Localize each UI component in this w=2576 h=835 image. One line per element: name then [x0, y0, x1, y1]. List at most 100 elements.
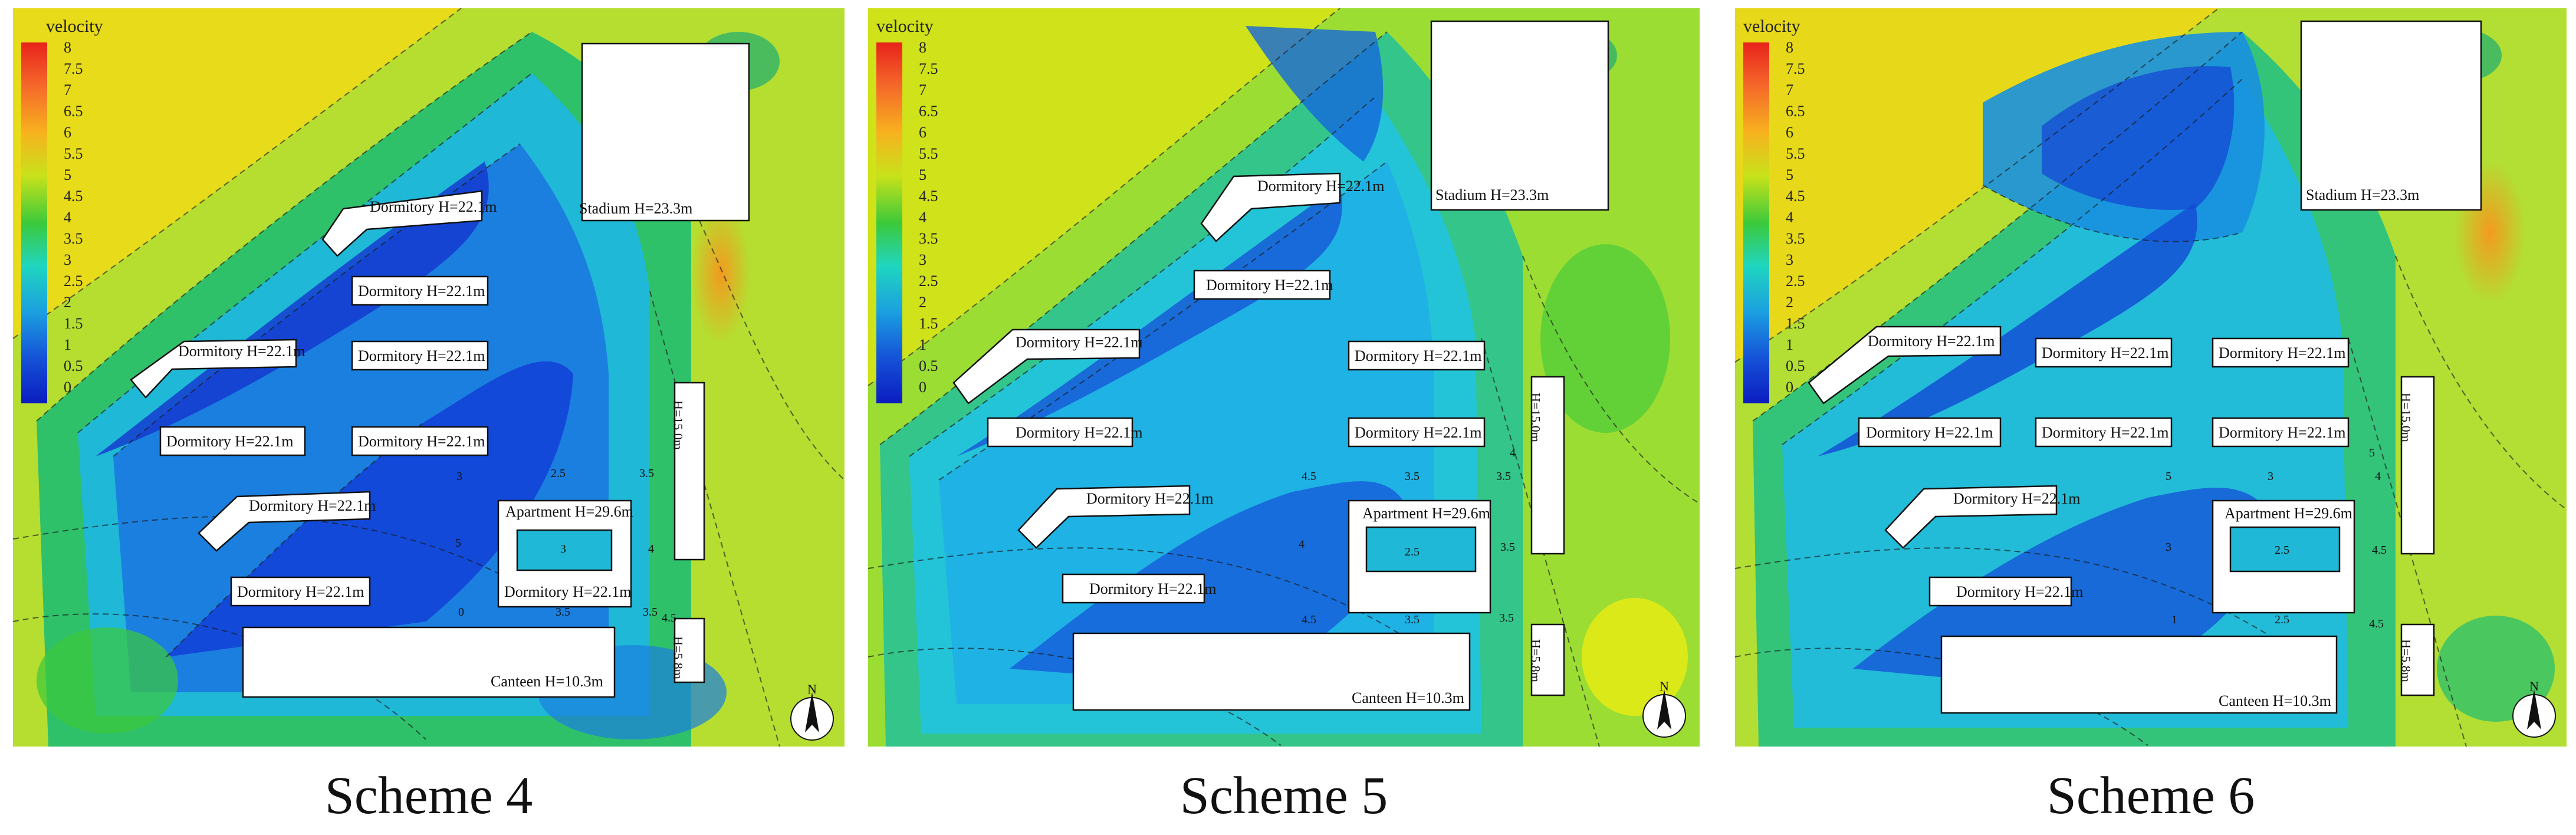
building-label: Dormitory H=22.1m — [166, 433, 293, 450]
colorbar-tick: 1.5 — [919, 315, 938, 332]
dormitory-building — [321, 190, 483, 257]
contour-label: 4 — [648, 543, 654, 555]
building-label: Apartment H=29.6m — [505, 503, 633, 520]
canteen — [242, 626, 616, 698]
colorbar — [1743, 42, 1769, 403]
colorbar-tick: 2.5 — [1786, 272, 1805, 290]
stadium — [581, 42, 750, 222]
dormitory-building — [2212, 337, 2350, 368]
contour-label: 3 — [456, 470, 462, 483]
building-label: Canteen H=10.3m — [2219, 692, 2331, 709]
building-label: Canteen H=10.3m — [491, 673, 603, 690]
contour-label: 4 — [1510, 446, 1516, 459]
contour-label: 3.5 — [1405, 470, 1420, 483]
contour-label: 4 — [2375, 470, 2381, 483]
colorbar-tick: 4 — [1786, 209, 1793, 226]
building-label: Dormitory H=22.1m — [1866, 424, 1993, 441]
north-label: N — [2529, 679, 2539, 693]
colorbar-tick: 4.5 — [1786, 188, 1805, 205]
contour-label: 0 — [458, 606, 464, 619]
north-arrow-icon: N — [1642, 679, 1686, 738]
contour-label: 4.5 — [1302, 470, 1316, 483]
building-label: Canteen H=10.3m — [1352, 689, 1464, 706]
building-label: Dormitory H=22.1m — [178, 343, 305, 360]
colorbar-tick: 3.5 — [919, 230, 938, 247]
contour-label: 5 — [2369, 446, 2375, 459]
building-label: H=5.8m — [2399, 639, 2414, 682]
building-label: Dormitory H=22.1m — [2042, 424, 2168, 441]
dormitory-building — [1348, 417, 1486, 448]
small-building — [673, 617, 705, 683]
building-label: Dormitory H=22.1m — [249, 497, 376, 514]
contour-label: 4.5 — [2369, 617, 2384, 630]
contour-label: 4.5 — [2372, 544, 2387, 557]
colorbar-tick: 0.5 — [64, 357, 83, 374]
contour-label: 3.5 — [1499, 612, 1514, 624]
building-label: Dormitory H=22.1m — [1355, 347, 1481, 364]
tall-building — [1530, 376, 1565, 555]
colorbar-tick: 5 — [919, 166, 926, 183]
dormitory-building — [987, 417, 1133, 448]
dormitory-building — [1348, 340, 1486, 371]
colorbar-tick: 5.5 — [64, 145, 83, 162]
tall-building — [673, 382, 705, 561]
colorbar-tick: 6 — [1786, 124, 1793, 141]
building-label: Dormitory H=22.1m — [237, 583, 364, 600]
colorbar-tick: 0.5 — [1786, 357, 1805, 374]
dormitory-building — [2035, 337, 2173, 368]
colorbar-tick: 7.5 — [64, 60, 83, 77]
building-label: Dormitory H=22.1m — [1953, 490, 2080, 507]
building-label: Dormitory H=22.1m — [2042, 344, 2168, 361]
caption-scheme-4: Scheme 4 — [324, 767, 533, 825]
building-label: H=5.8m — [671, 636, 686, 679]
colorbar-tick: 1 — [64, 336, 71, 353]
colorbar-tick: 4 — [919, 209, 926, 226]
contour-label: 5 — [455, 537, 461, 550]
contour-label: 5 — [2166, 470, 2171, 483]
building-label: Dormitory H=22.1m — [2219, 344, 2345, 361]
colorbar-title: velocity — [1743, 17, 1800, 36]
contour-label: 3.5 — [1496, 470, 1511, 483]
north-label: N — [1660, 679, 1669, 693]
colorbar-tick: 5 — [64, 166, 71, 183]
colorbar-tick: 3 — [919, 251, 926, 268]
contour-label: 3.5 — [556, 606, 570, 619]
colorbar-tick: 1 — [919, 336, 926, 353]
building-label: Stadium H=23.3m — [1435, 186, 1549, 203]
dormitory-building — [1017, 485, 1191, 549]
contour-label: 3.5 — [643, 606, 658, 619]
dormitory-building — [1858, 417, 2002, 448]
building-label: H=5.8m — [1529, 639, 1543, 682]
colorbar-tick: 3 — [64, 251, 71, 268]
building-label: Dormitory H=22.1m — [1956, 583, 2083, 600]
colorbar-tick: 6 — [919, 124, 926, 141]
colorbar-tick: 4 — [64, 209, 71, 226]
colorbar-ticks: 87.576.565.554.543.532.521.510.50 — [64, 39, 83, 396]
colorbar — [876, 42, 902, 403]
colorbar-tick: 3.5 — [64, 230, 83, 247]
building-label: Dormitory H=22.1m — [1016, 334, 1142, 351]
colorbar-tick: 1.5 — [1786, 315, 1805, 332]
dormitory-building — [1808, 326, 2002, 405]
colorbar-tick: 5.5 — [919, 145, 938, 162]
colorbar-ticks: 87.576.565.554.543.532.521.510.50 — [1786, 39, 1805, 396]
colorbar-tick: 8 — [919, 39, 926, 56]
building-label: Apartment H=29.6m — [1362, 505, 1490, 522]
contour-label: 3.5 — [1405, 613, 1420, 626]
dormitory-building — [351, 340, 489, 371]
colorbar-tick: 7.5 — [919, 60, 938, 77]
dormitory-building — [1884, 485, 2058, 549]
dormitory-building — [952, 328, 1141, 405]
velocity-field: velocity 87.576.565.554.543.532.521.510.… — [1735, 8, 2567, 747]
contour-label: 4.5 — [662, 612, 676, 624]
tall-building — [2400, 376, 2435, 555]
building-label: Dormitory H=22.1m — [370, 198, 497, 215]
contour-label: 4 — [1299, 538, 1305, 551]
colorbar-tick: 2.5 — [64, 272, 83, 290]
building-label: Dormitory H=22.1m — [1868, 333, 1995, 350]
stadium — [2300, 20, 2482, 211]
north-arrow-icon: N — [790, 682, 834, 741]
building-label: H=15.0m — [1529, 393, 1543, 442]
